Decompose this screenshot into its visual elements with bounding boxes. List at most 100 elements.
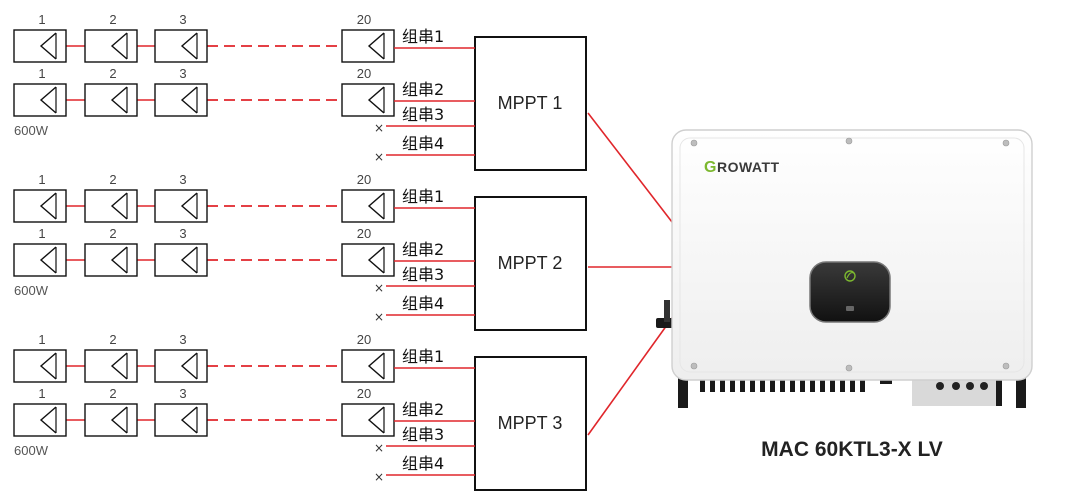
brand-logo: GROWATT — [704, 159, 780, 176]
panel-number: 1 — [38, 332, 45, 347]
unused-string: ×组串3 — [374, 265, 475, 295]
pv-panel — [341, 189, 395, 223]
panel-number: 20 — [357, 386, 371, 401]
string-label: 组串2 — [402, 400, 444, 419]
pv-panel — [341, 403, 395, 437]
pv-panel — [13, 349, 67, 383]
heatsink-fin — [750, 376, 755, 392]
panel-diode-symbol — [110, 32, 128, 60]
inverter-body — [671, 129, 1033, 381]
pv-panel — [154, 403, 208, 437]
pv-panel — [154, 349, 208, 383]
string-label: 组串2 — [402, 240, 444, 259]
heatsink-fin — [780, 376, 785, 392]
mppt-label: MPPT 2 — [498, 253, 563, 273]
panel-frame — [84, 189, 138, 223]
string-label: 组串1 — [402, 347, 444, 366]
pv-panel — [13, 189, 67, 223]
string-label: 组串1 — [402, 187, 444, 206]
pv-panel — [341, 243, 395, 277]
unused-x-mark: × — [374, 441, 384, 455]
inverter: GROWATT — [656, 129, 1033, 408]
panel-number: 20 — [357, 332, 371, 347]
panel-power-label: 600W — [14, 123, 49, 138]
pv-panel — [154, 29, 208, 63]
brand-logo-rest: ROWATT — [717, 159, 780, 175]
heatsink-fin — [700, 376, 705, 392]
heatsink-fin — [790, 376, 795, 392]
panel-number: 2 — [109, 12, 116, 27]
pv-panel — [13, 243, 67, 277]
pv-panel — [154, 83, 208, 117]
pv-panel — [84, 83, 138, 117]
panel-diode-symbol — [180, 86, 198, 114]
string-label: 组串4 — [402, 134, 444, 153]
pv-panel — [84, 29, 138, 63]
panel-diode-symbol — [180, 246, 198, 274]
panel-number: 3 — [179, 12, 186, 27]
panel-number: 3 — [179, 226, 186, 241]
pv-panel — [84, 243, 138, 277]
inverter-model-label: MAC 60KTL3-X LV — [761, 438, 943, 461]
string-label: 组串2 — [402, 80, 444, 99]
panel-number: 2 — [109, 386, 116, 401]
mppt-box — [474, 196, 587, 331]
string-label: 组串3 — [402, 265, 444, 284]
pv-panel — [154, 189, 208, 223]
panel-diode-symbol — [110, 352, 128, 380]
panel-diode-symbol — [39, 406, 57, 434]
panel-diode-symbol — [367, 246, 385, 274]
panel-diode-symbol — [39, 32, 57, 60]
unused-x-mark: × — [374, 310, 384, 324]
panel-diode-symbol — [367, 32, 385, 60]
unused-x-mark: × — [374, 121, 384, 135]
panel-number: 20 — [357, 66, 371, 81]
panel-number: 2 — [109, 172, 116, 187]
heatsink-fin — [740, 376, 745, 392]
panel-diode-symbol — [110, 406, 128, 434]
heatsink-fin — [850, 376, 855, 392]
unused-string: × 组串3 — [374, 425, 475, 455]
pv-panel — [341, 83, 395, 117]
panel-number: 1 — [38, 12, 45, 27]
unused-string: ×组串4 — [374, 454, 475, 484]
panel-number: 1 — [38, 226, 45, 241]
brand-logo-initial: G — [704, 159, 717, 176]
string-label: 组串3 — [402, 105, 444, 124]
string-label: 组串1 — [402, 27, 444, 46]
heatsink-fin — [820, 376, 825, 392]
panel-number: 3 — [179, 172, 186, 187]
panel-diode-symbol — [39, 86, 57, 114]
mppt-label: MPPT 1 — [498, 93, 563, 113]
heatsink-fin — [830, 376, 835, 392]
heatsink-fin — [710, 376, 715, 392]
panel-diode-symbol — [367, 406, 385, 434]
panel-diode-symbol — [367, 86, 385, 114]
mppt-box — [474, 36, 587, 171]
panel-diode-symbol — [39, 352, 57, 380]
feeder-wire-mppt-3 — [587, 317, 673, 436]
heatsink-fin — [860, 376, 865, 392]
feeder-wires — [587, 112, 673, 436]
unused-x-mark: × — [374, 150, 384, 164]
panel-number: 3 — [179, 66, 186, 81]
panel-number: 1 — [38, 66, 45, 81]
heatsink-fin — [770, 376, 775, 392]
unused-x-mark: × — [374, 470, 384, 484]
inverter-screws — [690, 137, 1010, 372]
pv-panel — [84, 403, 138, 437]
pv-panel — [13, 403, 67, 437]
heatsink-fin — [760, 376, 765, 392]
string-label: 组串3 — [402, 425, 444, 444]
panel-diode-symbol — [39, 192, 57, 220]
heatsink-fin — [810, 376, 815, 392]
pv-panel — [341, 349, 395, 383]
panel-number: 3 — [179, 332, 186, 347]
